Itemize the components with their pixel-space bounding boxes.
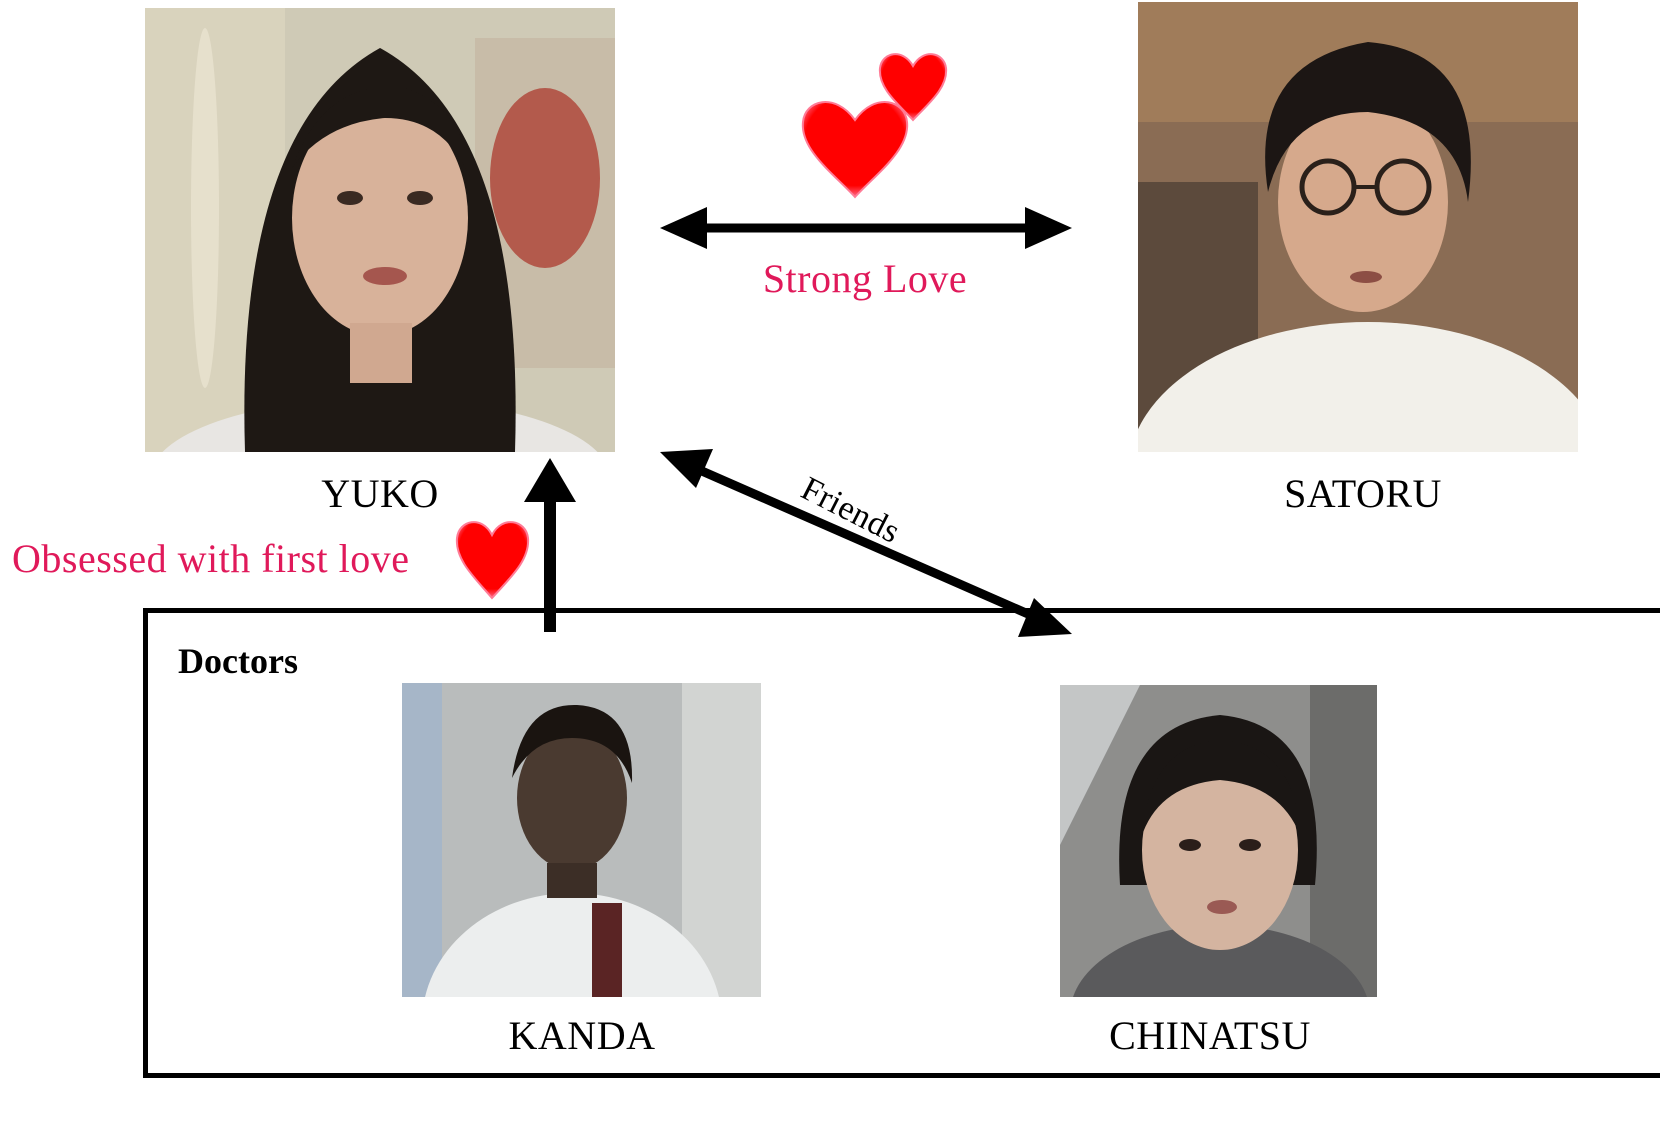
chinatsu-photo [1060, 685, 1377, 997]
yuko-name: YUKO [321, 471, 439, 516]
yuko-photo [145, 8, 615, 452]
kanda-name: KANDA [508, 1013, 656, 1058]
doctors-group-box [143, 608, 1660, 1078]
heart-icon [801, 101, 909, 199]
satoru-name: SATORU [1284, 471, 1442, 516]
strong-love-label: Strong Love [762, 256, 968, 301]
obsessed-label: Obsessed with first love [12, 536, 410, 581]
heart-icon [455, 521, 530, 600]
doctors-group-label: Doctors [178, 641, 298, 681]
strong-love-arrow [660, 207, 1072, 249]
kanda-photo [402, 683, 761, 997]
satoru-photo [1138, 2, 1578, 452]
friends-label: Friends [795, 470, 907, 551]
obsessed-arrow [524, 458, 576, 632]
heart-icon [878, 53, 948, 122]
chinatsu-name: CHINATSU [1109, 1013, 1311, 1058]
